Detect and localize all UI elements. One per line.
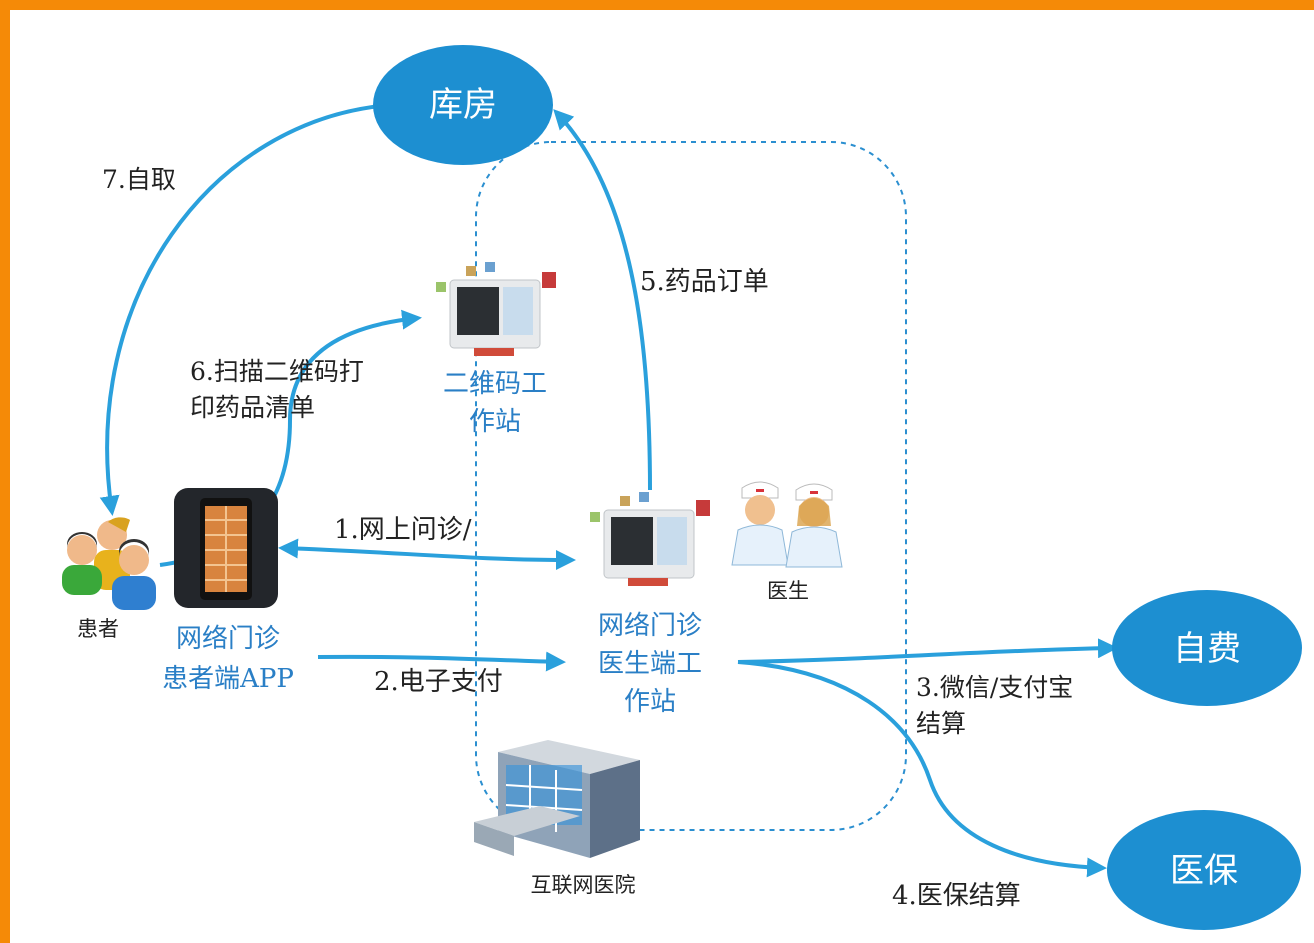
warehouse-node: 库房 [373, 45, 553, 165]
patient-app-label-line2: 患者端APP [162, 664, 294, 694]
self-pay-node: 自费 [1112, 590, 1302, 706]
patient-group-icon [62, 517, 156, 610]
step-3-label-line2: 结算 [916, 709, 966, 738]
phone-app-icon [174, 488, 278, 608]
step-4-label: 4.医保结算 [892, 881, 1021, 911]
step-3-label-line1: 3.微信/支付宝 [916, 673, 1073, 702]
qr-station-label-line2: 作站 [469, 407, 521, 437]
qr-workstation-icon [436, 262, 556, 356]
step-7-label: 7.自取 [102, 165, 176, 194]
arrow-7-self-pickup [99, 103, 391, 516]
hospital-label: 互联网医院 [531, 873, 636, 897]
arrow-3-wechat-alipay [737, 638, 1118, 664]
doctors-icon [731, 481, 843, 568]
self-pay-label: 自费 [1173, 629, 1241, 669]
doctor-workstation-icon [590, 492, 710, 586]
qr-station-label-line1: 二维码工 [443, 369, 547, 399]
arrow-5-drug-order [553, 109, 652, 491]
frame-left-bar [0, 0, 10, 943]
warehouse-label: 库房 [429, 85, 497, 125]
frame-top-bar [0, 0, 1314, 10]
arrow-2-e-payment [317, 651, 566, 672]
medical-insurance-node: 医保 [1107, 810, 1301, 930]
arrow-1-online-consult [278, 538, 576, 570]
hospital-building-icon [474, 740, 640, 858]
medical-insurance-label: 医保 [1170, 851, 1238, 891]
doctor-label: 医生 [767, 579, 809, 603]
doctor-station-label-line1: 网络门诊 [598, 611, 702, 641]
step-6-label-line2: 印药品清单 [190, 393, 315, 422]
arrow-4-insurance [737, 660, 1107, 878]
step-2-label: 2.电子支付 [374, 667, 503, 697]
doctor-station-label-line2: 医生端工 [598, 649, 702, 679]
step-1-label: 1.网上问诊/ [334, 515, 472, 545]
patient-app-label-line1: 网络门诊 [176, 624, 280, 654]
patient-label: 患者 [77, 617, 119, 641]
internet-hospital-boundary [475, 141, 907, 831]
step-5-label: 5.药品订单 [640, 267, 769, 297]
step-6-label-line1: 6.扫描二维码打 [190, 357, 364, 386]
doctor-station-label-line3: 作站 [624, 687, 676, 717]
